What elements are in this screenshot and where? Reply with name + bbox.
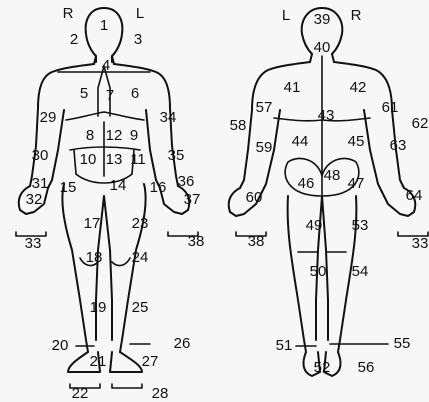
back-region-label-62: 62 xyxy=(412,115,429,132)
back-region-label-55: 55 xyxy=(394,335,411,352)
front-region-label-25: 25 xyxy=(132,299,149,316)
back-region-label-47: 47 xyxy=(348,175,365,192)
front-region-label-7: 7 xyxy=(106,87,114,104)
front-region-label-3: 3 xyxy=(134,31,142,48)
front-region-label-9: 9 xyxy=(130,127,138,144)
front-region-label-4: 4 xyxy=(102,57,110,74)
back-region-label-50: 50 xyxy=(310,263,327,280)
front-region-label-32: 32 xyxy=(26,191,43,208)
back-side-label-right: R xyxy=(351,7,362,24)
back-region-label-57: 57 xyxy=(256,99,273,116)
back-region-label-66: 38 xyxy=(248,233,265,250)
back-region-label-52: 52 xyxy=(314,359,331,376)
front-region-label-31: 31 xyxy=(32,175,49,192)
front-region-label-15: 15 xyxy=(60,179,77,196)
front-region-label-37: 37 xyxy=(184,191,201,208)
front-region-label-8: 8 xyxy=(86,127,94,144)
back-region-label-63: 63 xyxy=(390,137,407,154)
front-region-label-23: 23 xyxy=(132,215,149,232)
back-region-label-58: 58 xyxy=(230,117,247,134)
front-region-label-2: 2 xyxy=(70,31,78,48)
back-side-label-left: L xyxy=(282,7,290,24)
back-region-label-60: 60 xyxy=(246,189,263,206)
front-region-label-1: 1 xyxy=(100,17,108,34)
back-region-label-48: 48 xyxy=(324,167,341,184)
front-hip-outline xyxy=(62,184,145,352)
back-region-label-65: 33 xyxy=(412,235,429,252)
front-region-label-36: 36 xyxy=(178,173,195,190)
back-region-label-43: 43 xyxy=(318,107,335,124)
front-region-label-10: 10 xyxy=(80,151,97,168)
back-region-label-45: 45 xyxy=(348,133,365,150)
front-side-label-right: R xyxy=(63,5,74,22)
back-region-label-64: 64 xyxy=(406,187,423,204)
back-region-label-42: 42 xyxy=(350,79,367,96)
front-foot-left xyxy=(110,352,142,372)
front-region-label-24: 24 xyxy=(132,249,149,266)
front-region-label-21: 21 xyxy=(90,353,107,370)
back-region-label-40: 40 xyxy=(314,39,331,56)
front-region-label-16: 16 xyxy=(150,179,167,196)
back-region-label-61: 61 xyxy=(382,99,399,116)
back-region-label-56: 56 xyxy=(358,359,375,376)
back-region-label-51: 51 xyxy=(276,337,293,354)
front-region-label-22: 22 xyxy=(72,385,89,402)
front-region-label-26: 26 xyxy=(174,335,191,352)
back-region-label-53: 53 xyxy=(352,217,369,234)
front-region-label-27: 27 xyxy=(142,353,159,370)
front-region-label-30: 30 xyxy=(32,147,49,164)
front-region-label-12: 12 xyxy=(106,127,123,144)
back-region-label-39: 39 xyxy=(314,11,331,28)
front-region-label-38: 38 xyxy=(188,233,205,250)
front-region-label-29: 29 xyxy=(40,109,57,126)
back-region-label-41: 41 xyxy=(284,79,301,96)
front-region-label-5: 5 xyxy=(80,85,88,102)
back-inner-arm-right xyxy=(364,110,382,192)
back-region-label-59: 59 xyxy=(256,139,273,156)
front-region-label-18: 18 xyxy=(86,249,103,266)
front-region-label-14: 14 xyxy=(110,177,127,194)
front-region-label-6: 6 xyxy=(131,85,139,102)
front-knee-left xyxy=(112,258,130,265)
front-region-label-13: 13 xyxy=(106,151,123,168)
back-region-label-54: 54 xyxy=(352,263,369,280)
back-region-label-49: 49 xyxy=(306,217,323,234)
front-abdomen-line xyxy=(70,147,140,150)
front-region-label-11: 11 xyxy=(130,151,146,168)
back-region-label-44: 44 xyxy=(292,133,309,150)
front-region-label-35: 35 xyxy=(168,147,185,164)
front-region-label-17: 17 xyxy=(84,215,101,232)
back-region-label-46: 46 xyxy=(298,175,315,192)
front-lower-chest-line xyxy=(66,112,144,120)
front-region-label-19: 19 xyxy=(90,299,107,316)
front-inner-arm-left xyxy=(146,110,160,188)
front-bracket-28 xyxy=(112,384,142,388)
front-side-label-left: L xyxy=(136,5,144,22)
front-region-label-34: 34 xyxy=(160,109,177,126)
front-region-label-20: 20 xyxy=(52,337,69,354)
front-region-label-33: 33 xyxy=(25,235,42,252)
front-region-label-28: 28 xyxy=(152,385,169,402)
